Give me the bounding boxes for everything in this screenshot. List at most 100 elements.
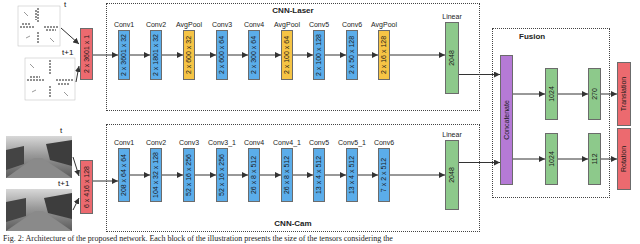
layer-block: AvgPool2 x 600 x 32: [183, 30, 195, 80]
layer-name: Conv4: [244, 139, 264, 147]
flow-arrow: [358, 175, 378, 176]
layer-block: Conv22 x 1801 x 32: [150, 30, 162, 80]
layer-name: Conv2: [146, 139, 166, 147]
tensor-size: 208 x 64 x 64: [120, 154, 128, 196]
layer-name: Linear: [442, 131, 461, 139]
input-arrow: [76, 66, 79, 82]
tensor-size: 2 x 600 x 32: [185, 36, 193, 74]
layer-name: Conv2: [146, 21, 166, 29]
flow-arrow: [601, 94, 617, 95]
layer-block: Rotation: [617, 128, 631, 190]
tensor-size: 1024: [548, 151, 556, 167]
tensor-size: 13 x 4 x 512: [315, 156, 323, 194]
flow-arrow: [260, 175, 281, 176]
laser-scan-t1: [25, 58, 75, 100]
flow-arrow: [390, 55, 445, 56]
tensor-size: Concatenate: [503, 100, 511, 140]
figure-caption: Fig. 2: Architecture of the proposed net…: [3, 234, 393, 243]
flow-arrow: [130, 55, 150, 56]
layer-block: AvgPool2 x 100 x 64: [281, 30, 293, 80]
layer-name: Linear: [442, 13, 461, 21]
tensor-size: 52 x 16 x 256: [185, 154, 193, 196]
input-arrow: [73, 157, 79, 176]
flow-arrow: [195, 175, 216, 176]
flow-arrow: [558, 94, 588, 95]
tensor-size: 104 x 32 x 128: [152, 152, 160, 198]
layer-name: Conv4_1: [273, 139, 301, 147]
tensor-size: 2 x 50 x 128: [348, 36, 356, 74]
flow-arrow: [228, 55, 248, 56]
layer-name: AvgPool: [274, 21, 300, 29]
layer-block: Linear2048: [445, 22, 459, 94]
flow-arrow: [513, 94, 545, 95]
flow-arrow: [162, 175, 183, 176]
flow-arrow: [228, 175, 248, 176]
flow-arrow: [358, 55, 378, 56]
layer-block: Conv67 x 2 x 512: [378, 148, 390, 202]
flow-arrow: [195, 55, 216, 56]
tensor-size: 7 x 2 x 512: [380, 158, 388, 192]
layer-name: Conv3_1: [208, 139, 236, 147]
tensor-size: 2 x 3601 x 32: [120, 34, 128, 76]
layer-name: Conv3: [212, 21, 232, 29]
tensor-size: 1024: [548, 86, 556, 102]
module-frame: CNN-CamConv1208 x 64 x 64Conv2104 x 32 x…: [106, 124, 480, 232]
tensor-size: 2 x 600 x 64: [218, 36, 226, 74]
camera-frame-t: [6, 136, 72, 178]
layer-name: Conv6: [374, 139, 394, 147]
camera-frame-t1: [6, 189, 72, 231]
tensor-size: 2 x 1801 x 32: [152, 34, 160, 76]
flow-arrow: [162, 55, 183, 56]
layer-name: AvgPool: [176, 21, 202, 29]
flow-arrow: [260, 55, 281, 56]
tensor-size: Translation: [620, 77, 628, 111]
layer-name: Conv4: [244, 21, 264, 29]
tensor-size: Rotation: [620, 146, 628, 172]
tensor-size: 6 x 416 x 128: [83, 166, 91, 208]
tensor-size: 2 x 100 x 64: [283, 36, 291, 74]
time-label: t: [60, 126, 62, 135]
flow-arrow: [558, 159, 588, 160]
layer-block: Conv62 x 50 x 128: [346, 30, 358, 80]
layer-block: Translation: [617, 62, 631, 126]
module-title: CNN-Cam: [274, 219, 311, 228]
module-frame: FusionConcatenate 1024 1024 270 112: [492, 28, 610, 198]
layer-block: Conv426 x 8 x 512: [248, 148, 260, 202]
flow-arrow: [293, 175, 313, 176]
tensor-size: 2 x 16 x 128: [380, 36, 388, 74]
input-arrow: [73, 198, 79, 210]
layer-block: Linear2048: [445, 140, 459, 210]
tensor-size: 2 x 3601 x 1: [83, 35, 91, 73]
layer-name: Conv1: [114, 139, 134, 147]
input-arrow: [61, 28, 79, 44]
time-label: t+1: [62, 48, 73, 57]
tensor-size: 270: [591, 88, 599, 100]
tensor-size: 2 x 100 x 128: [315, 34, 323, 76]
layer-block: Conv32 x 600 x 64: [216, 30, 228, 80]
layer-block: Conv42 x 300 x 64: [248, 30, 260, 80]
layer-block: Conv352 x 16 x 256: [183, 148, 195, 202]
layer-name: Conv3: [179, 139, 199, 147]
layer-name: AvgPool: [371, 21, 397, 29]
flow-arrow: [601, 159, 617, 160]
layer-block: 1024: [545, 68, 558, 120]
flow-arrow: [325, 55, 346, 56]
tensor-size: 2048: [448, 50, 456, 66]
layer-block: Conv4_126 x 8 x 512: [281, 148, 293, 202]
tensor-size: 2048: [448, 167, 456, 183]
laser-scan-t: [18, 6, 60, 46]
layer-name: Conv5: [309, 21, 329, 29]
module-title: Fusion: [519, 32, 545, 41]
layer-block: Conv12 x 3601 x 32: [118, 30, 130, 80]
module-title: CNN-Laser: [272, 6, 313, 15]
time-label: t: [64, 0, 66, 9]
flow-arrow: [390, 175, 445, 176]
module-frame: CNN-LaserConv12 x 3601 x 32Conv22 x 1801…: [106, 3, 480, 111]
layer-block: AvgPool2 x 16 x 128: [378, 30, 390, 80]
tensor-size: 112: [591, 153, 599, 164]
tensor-size: 52 x 16 x 256: [218, 154, 226, 196]
flow-arrow: [130, 175, 150, 176]
layer-block: 270: [588, 68, 601, 120]
tensor-size: 13 x 4 x 512: [348, 156, 356, 194]
layer-block: Conv2104 x 32 x 128: [150, 148, 162, 202]
